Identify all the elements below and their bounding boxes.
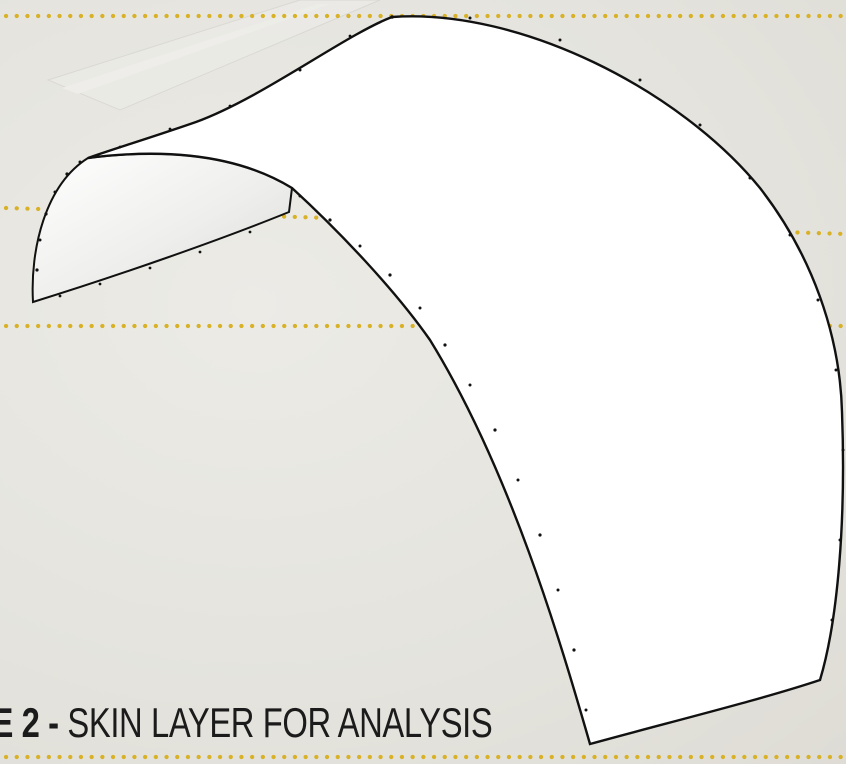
- caption-phase-label: SE 2 -: [0, 699, 59, 746]
- skin-inner-end-panel: [31, 152, 294, 304]
- ghost-beam-shape: [46, 0, 381, 111]
- skin-surface-main: [87, 15, 845, 746]
- caption-title: SKIN LAYER FOR ANALYSIS: [67, 699, 493, 746]
- mesh-edge-speckles: [35, 15, 845, 712]
- section-caption: SE 2 - SKIN LAYER FOR ANALYSIS: [0, 699, 493, 747]
